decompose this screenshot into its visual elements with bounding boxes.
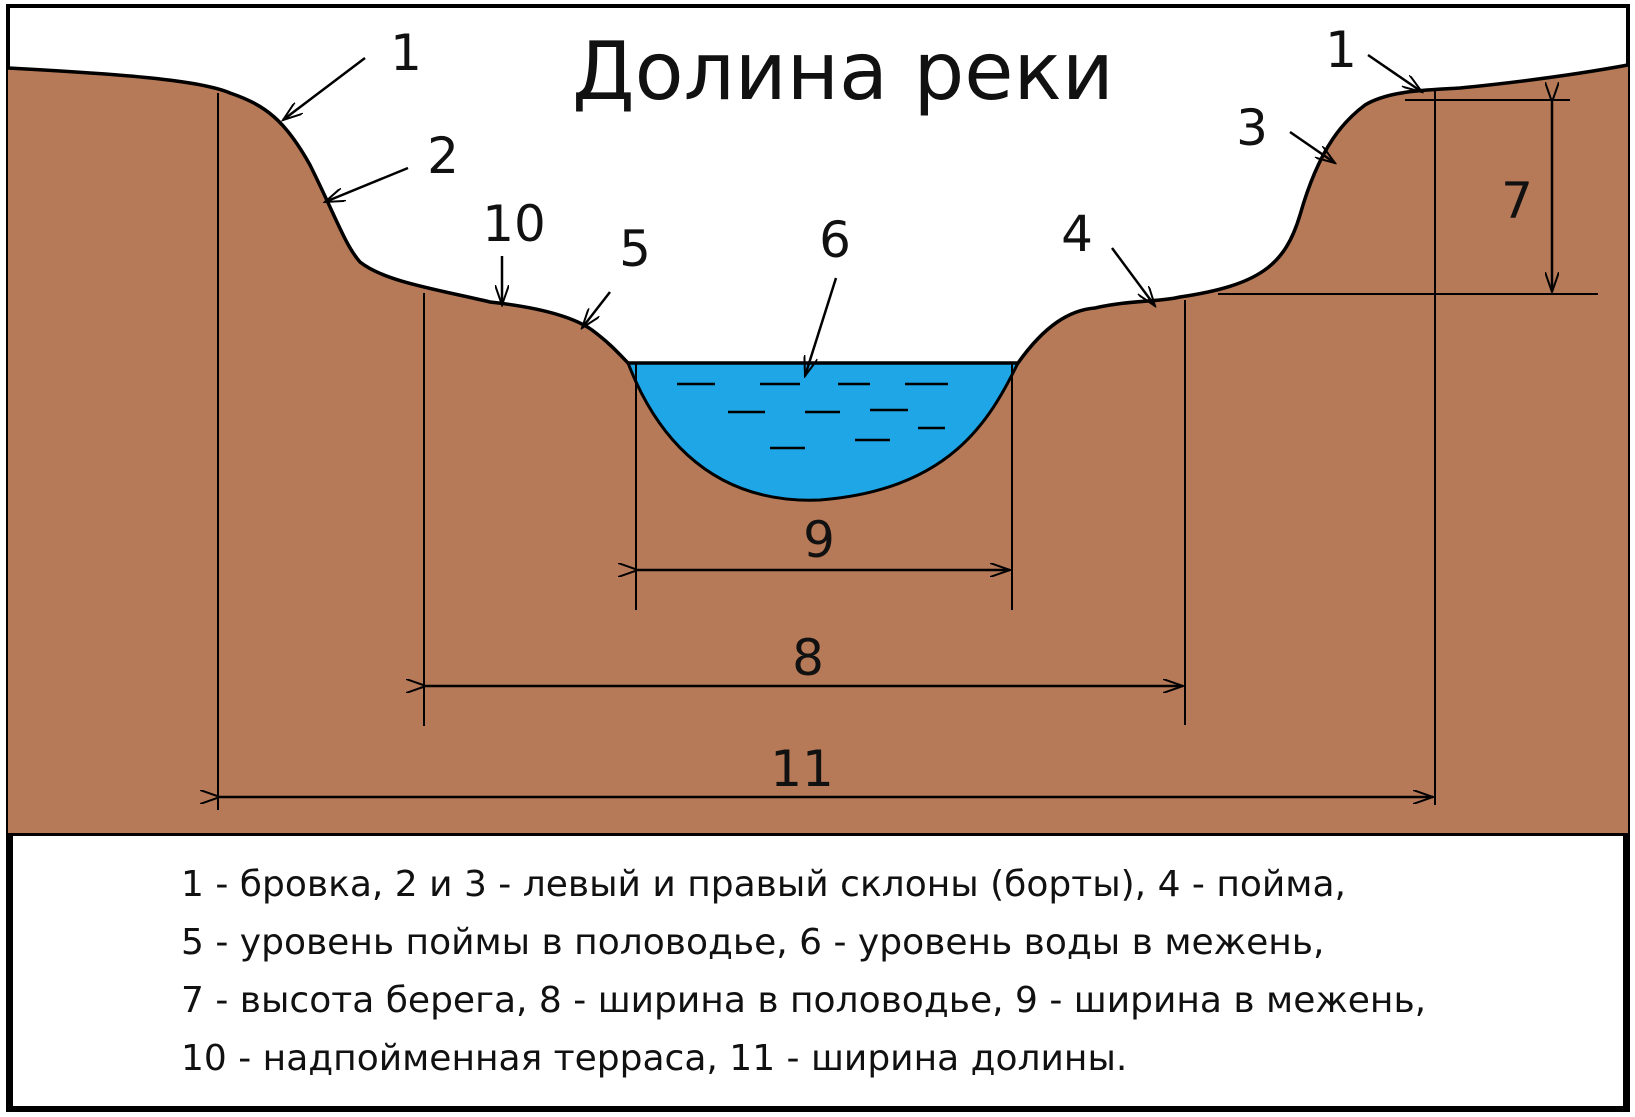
label-valley-width: 11 bbox=[770, 740, 834, 798]
legend-panel: 1 - бровка, 2 и 3 - левый и правый склон… bbox=[8, 833, 1628, 1111]
water-level-pointer bbox=[805, 277, 838, 376]
floodplain-pointer bbox=[1110, 247, 1155, 306]
dimension-arrows bbox=[220, 102, 1552, 797]
label-right-slope: 3 bbox=[1236, 99, 1268, 157]
label-water-level: 6 bbox=[819, 211, 851, 269]
label-brow-right: 1 bbox=[1325, 21, 1357, 79]
diagram-title: Долина реки bbox=[572, 25, 1114, 118]
label-flood-width: 8 bbox=[792, 629, 824, 687]
legend-line: 5 - уровень поймы в половодье, 6 - урове… bbox=[181, 922, 1325, 963]
brow-right-pointer bbox=[1367, 53, 1422, 92]
label-brow-left: 1 bbox=[390, 24, 422, 82]
reference-lines bbox=[217, 90, 1598, 810]
flood-level-pointer bbox=[582, 291, 611, 328]
left-slope-pointer bbox=[325, 166, 409, 204]
right-slope-pointer bbox=[1289, 130, 1335, 163]
water-ripples bbox=[677, 382, 948, 450]
label-left-slope: 2 bbox=[427, 127, 459, 185]
label-floodplain: 4 bbox=[1061, 205, 1093, 263]
brow-left-pointer bbox=[283, 57, 366, 120]
ground-outline bbox=[7, 63, 1629, 365]
river-water bbox=[625, 361, 1021, 502]
label-low-water-width: 9 bbox=[803, 511, 835, 569]
legend-line: 10 - надпойменная терраса, 11 - ширина д… bbox=[181, 1038, 1128, 1079]
label-bank-height: 7 bbox=[1501, 172, 1533, 230]
legend-line: 7 - высота берега, 8 - ширина в половодь… bbox=[181, 980, 1427, 1021]
label-terrace: 10 bbox=[482, 195, 546, 253]
pointer-arrows bbox=[283, 53, 1422, 376]
label-flood-level: 5 bbox=[619, 220, 651, 278]
legend-line: 1 - бровка, 2 и 3 - левый и правый склон… bbox=[181, 864, 1346, 905]
